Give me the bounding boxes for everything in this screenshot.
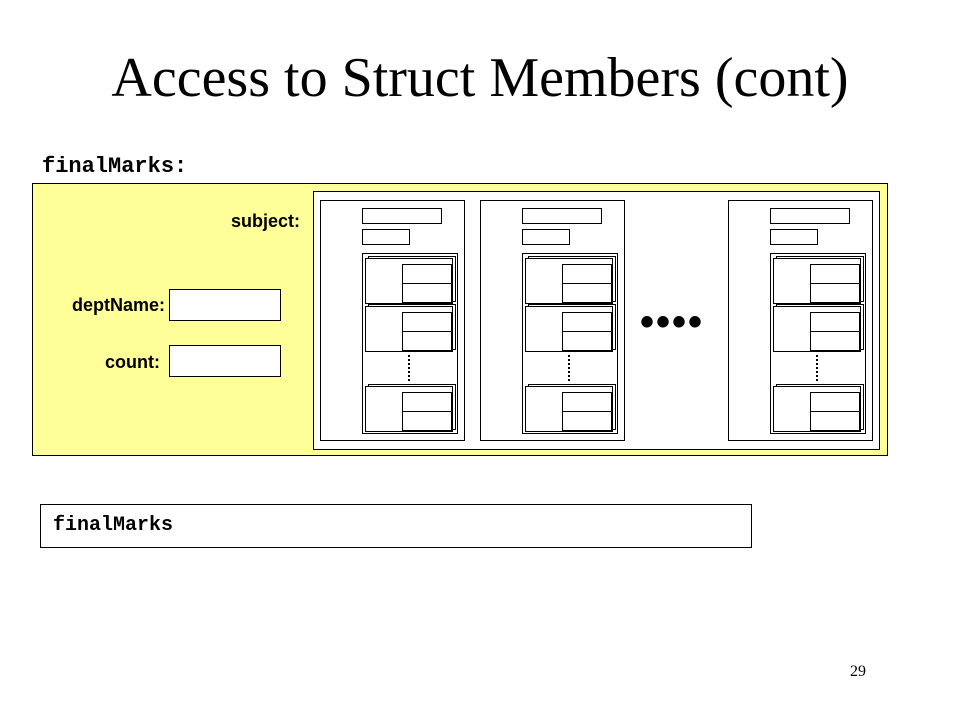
name-field-box — [522, 208, 602, 224]
expression-box: finalMarks — [40, 504, 752, 548]
subject-label: subject: — [230, 211, 300, 231]
code-field-box — [770, 229, 818, 245]
name-field-box — [362, 208, 442, 224]
deptname-label: deptName: — [71, 295, 165, 315]
mark-cell — [562, 283, 612, 303]
expression-text: finalMarks — [53, 514, 174, 537]
mark-cell — [402, 411, 452, 431]
count-box — [169, 345, 281, 377]
mark-cell — [810, 392, 860, 412]
mark-cell — [562, 312, 612, 332]
mark-cell — [402, 392, 452, 412]
variable-label: finalMarks: — [42, 154, 188, 179]
count-label: count: — [105, 352, 160, 372]
vertical-dots — [568, 355, 570, 381]
mark-cell — [810, 331, 860, 351]
array-ellipsis: •••• — [640, 300, 705, 344]
mark-cell — [402, 283, 452, 303]
mark-cell — [810, 264, 860, 284]
mark-cell — [562, 392, 612, 412]
vertical-dots — [408, 355, 410, 381]
name-field-box — [770, 208, 850, 224]
mark-cell — [810, 312, 860, 332]
code-field-box — [522, 229, 570, 245]
vertical-dots — [816, 355, 818, 381]
mark-cell — [810, 283, 860, 303]
mark-cell — [402, 331, 452, 351]
mark-cell — [562, 264, 612, 284]
deptname-box — [169, 289, 281, 321]
slide-title: Access to Struct Members (cont) — [111, 47, 849, 109]
page-number: 29 — [850, 663, 866, 680]
mark-cell — [562, 411, 612, 431]
code-field-box — [362, 229, 410, 245]
mark-cell — [562, 331, 612, 351]
mark-cell — [402, 264, 452, 284]
mark-cell — [810, 411, 860, 431]
mark-cell — [402, 312, 452, 332]
